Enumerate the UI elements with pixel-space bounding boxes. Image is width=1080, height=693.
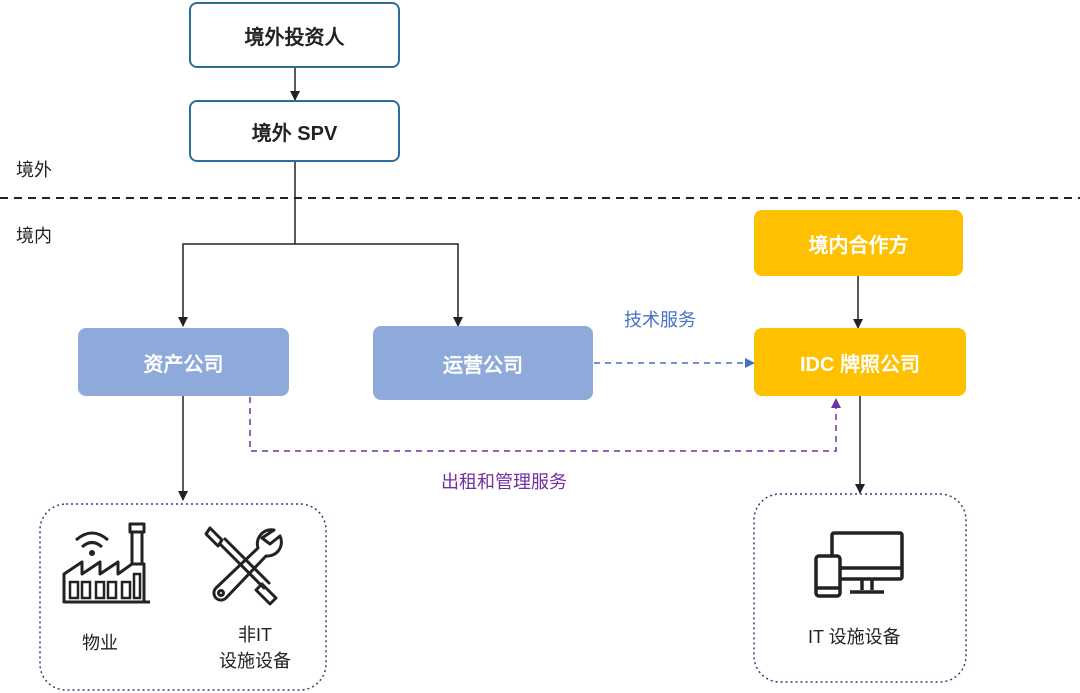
node-operating-company: 运营公司 [373,326,593,400]
edge-label-lease-service: 出租和管理服务 [441,472,567,492]
zone-offshore-label: 境外 [16,160,52,180]
group-non-it [39,503,327,691]
devices-icon [814,531,904,598]
node-idc-license-company: IDC 牌照公司 [754,328,966,396]
edge-lease-service [249,397,841,452]
node-domestic-partner: 境内合作方 [754,210,963,276]
group-it [753,493,967,683]
tools-icon [204,526,283,606]
group-label-it-equipment: IT 设施设备 [808,627,901,647]
group-label-property: 物业 [82,633,118,653]
node-foreign-investor: 境外投资人 [189,2,400,68]
edge-label-tech-service: 技术服务 [624,310,696,330]
edge-spv-asset [178,243,295,327]
edge-spv-operating [295,243,463,327]
group-label-non-it: 非IT 设施设备 [205,622,305,674]
factory-icon [62,522,150,604]
zone-onshore-label: 境内 [16,226,52,246]
group-label-non-it-line1: 非IT [238,625,272,645]
node-foreign-spv: 境外 SPV [189,100,400,162]
node-asset-company: 资产公司 [78,328,289,396]
group-label-non-it-line2: 设施设备 [219,651,291,671]
